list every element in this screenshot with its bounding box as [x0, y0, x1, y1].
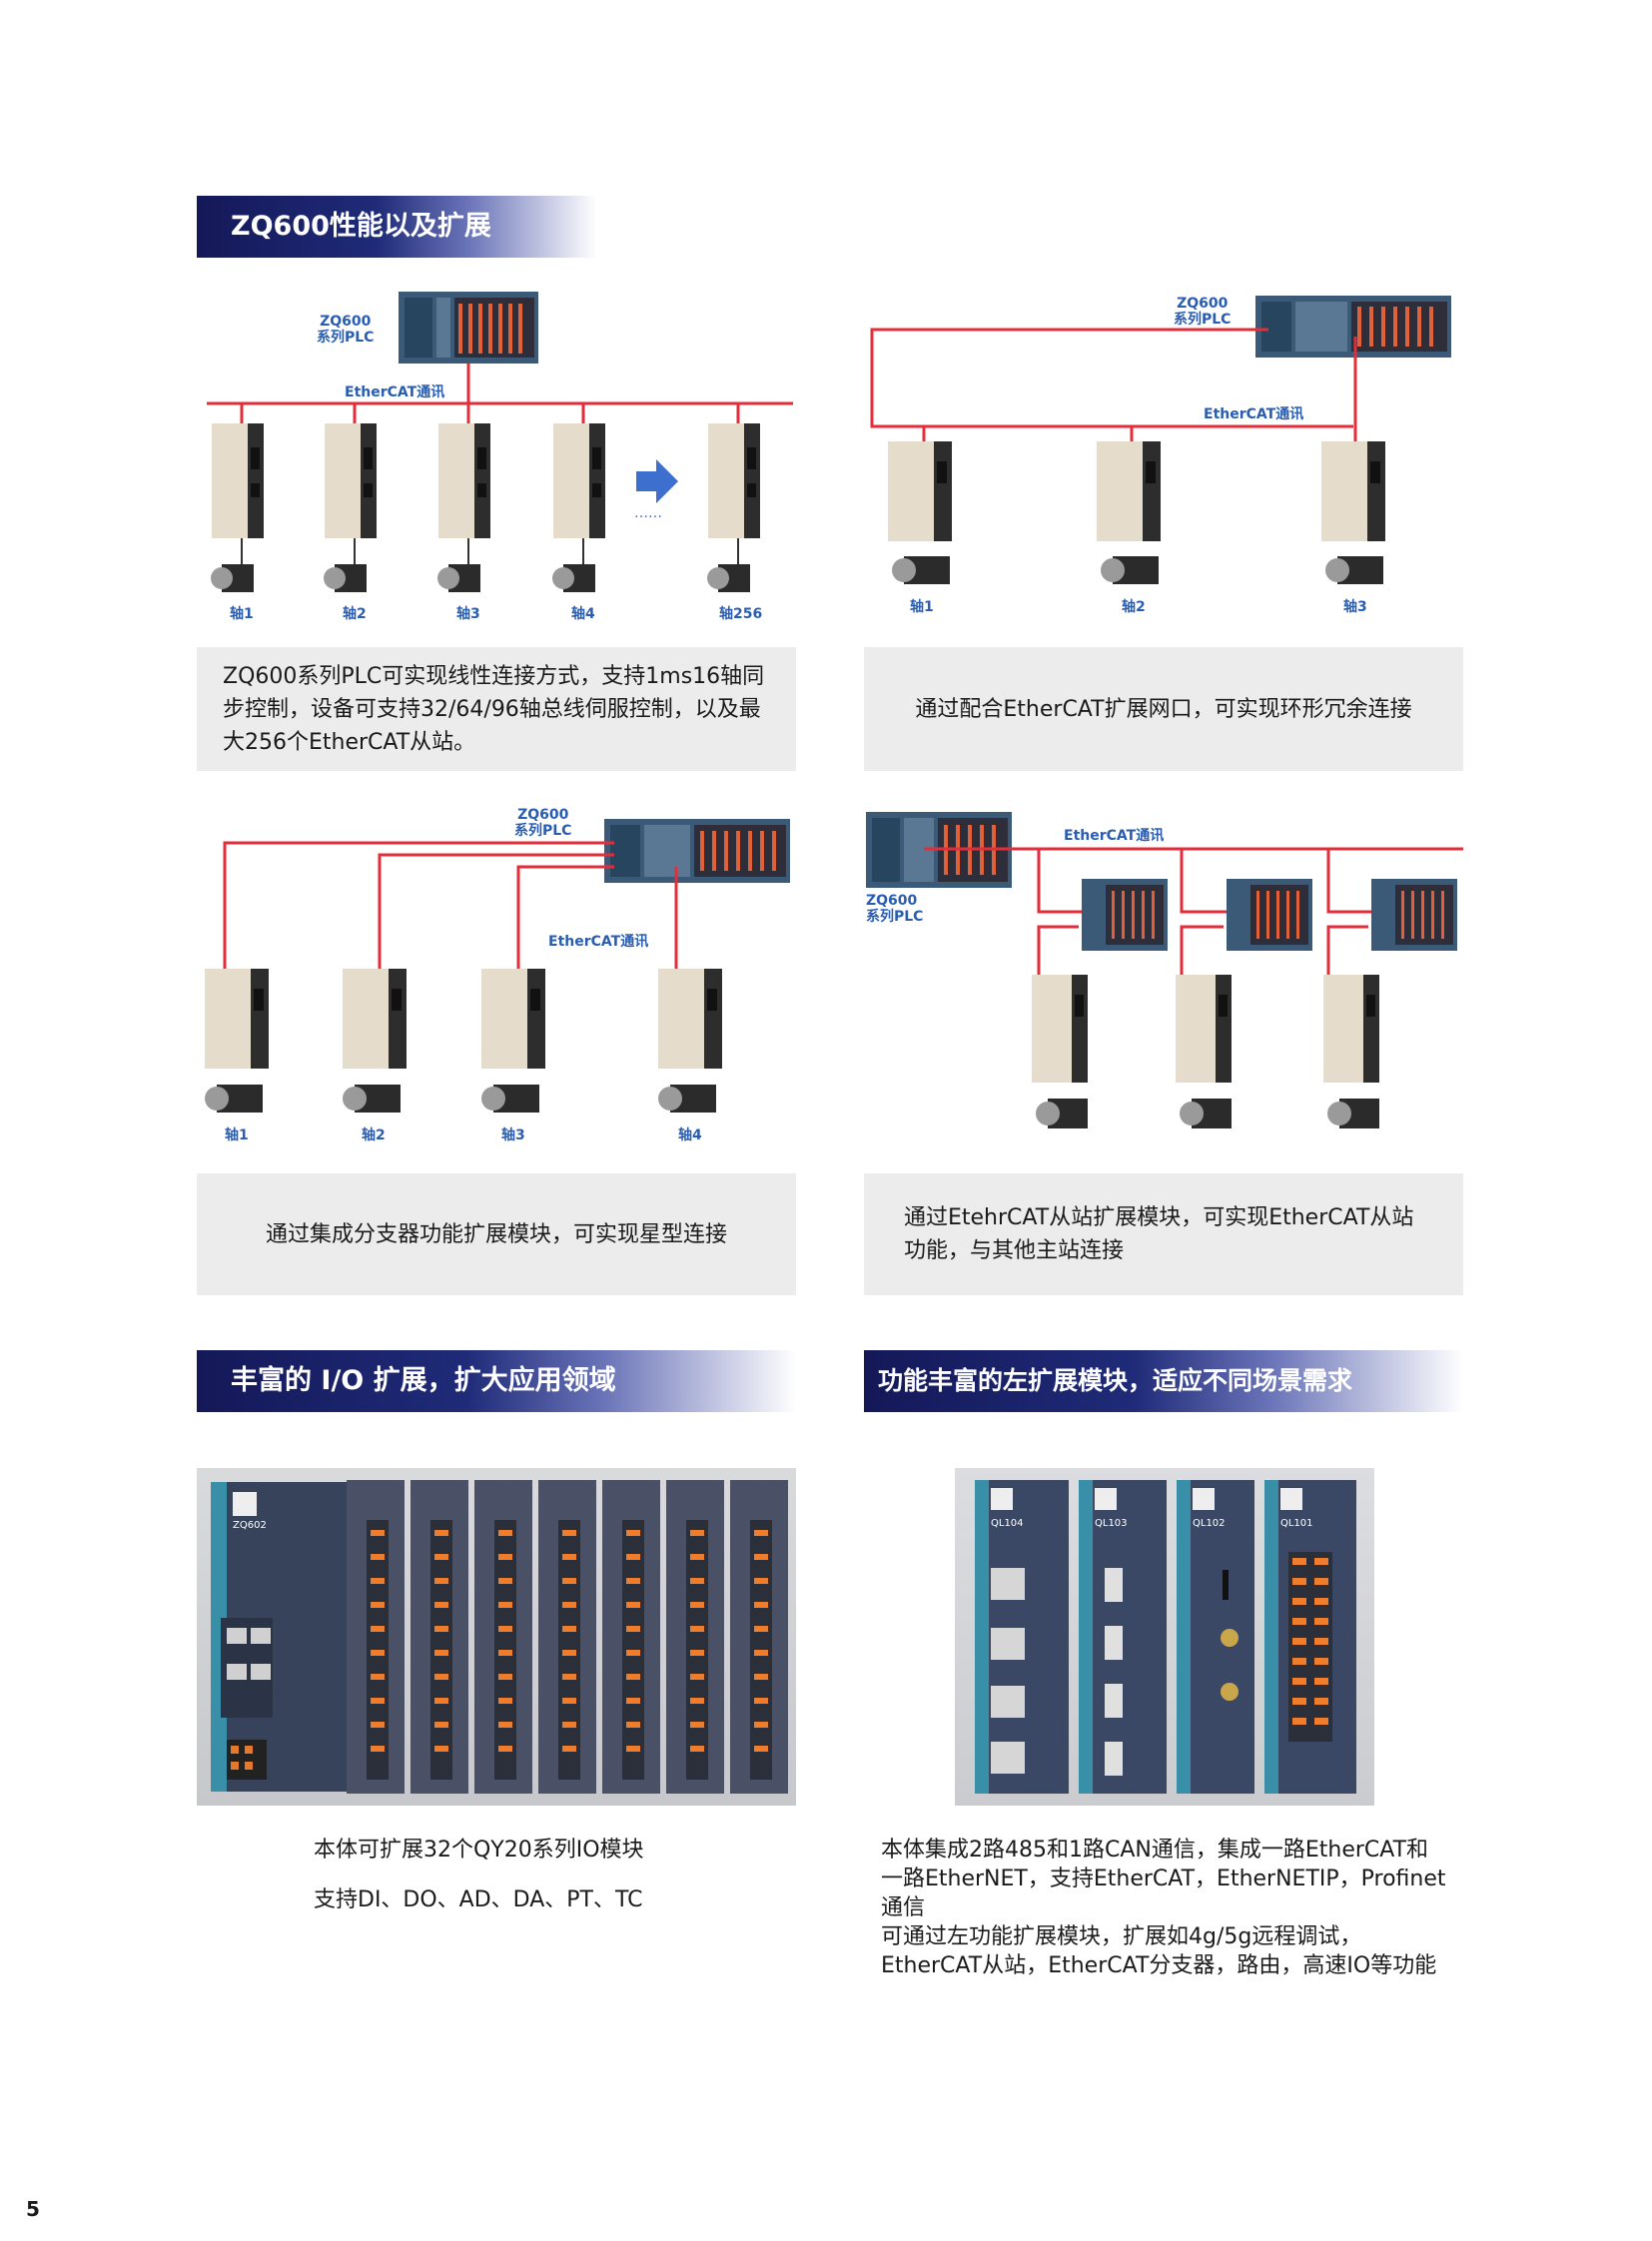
plc-label: ZQ600 系列PLC	[866, 893, 924, 925]
servo-drives	[212, 423, 760, 538]
bus-label: EtherCAT通讯	[548, 934, 649, 950]
axis-label: 轴1	[230, 606, 254, 622]
caption-slave: 通过EtehrCAT从站扩展模块，可实现EtherCAT从站 功能，与其他主站连…	[864, 1173, 1463, 1295]
diagram-slave: ZQ600 系列PLC EtherCAT通讯	[864, 807, 1463, 1151]
diagram-ring: ZQ600 系列PLC EtherCAT通讯 轴1 轴2 轴3	[864, 282, 1463, 626]
plc-unit	[399, 292, 538, 364]
axis-label: 轴3	[501, 1127, 525, 1143]
module-ql102: QL102	[1177, 1480, 1254, 1794]
diagram-linear: …… ZQ600 系列PLC EtherCAT通讯 轴1 轴2 轴3 轴4 轴2…	[197, 282, 796, 626]
axis-label: 轴3	[456, 606, 480, 622]
axis-label: 轴2	[343, 606, 367, 622]
diagram-star: ZQ600 系列PLC EtherCAT通讯 轴1 轴2 轴3 轴4	[197, 807, 796, 1151]
svg-text:QL104: QL104	[991, 1518, 1024, 1529]
caption-linear: ZQ600系列PLC可实现线性连接方式，支持1ms16轴同步控制，设备可支持32…	[197, 647, 796, 771]
continue-arrow-icon: ……	[634, 459, 678, 521]
plc-label: ZQ600 系列PLC	[1174, 296, 1232, 328]
axis-label: 轴1	[225, 1127, 249, 1143]
plc-label: ZQ600 系列PLC	[317, 314, 375, 346]
plc-unit	[604, 819, 790, 883]
module-ql104: QL104	[975, 1480, 1069, 1794]
slave-modules	[1082, 879, 1457, 951]
bus-label: EtherCAT通讯	[345, 384, 445, 400]
section-header-left-modules: 功能丰富的左扩展模块，适应不同场景需求	[864, 1350, 1463, 1412]
axis-label: 轴1	[910, 599, 934, 615]
left-modules-image: QL104 QL103 QL102 QL101	[955, 1468, 1374, 1806]
caption-star: 通过集成分支器功能扩展模块，可实现星型连接	[197, 1173, 796, 1295]
plc-label: ZQ600 系列PLC	[514, 807, 572, 839]
caption-ring: 通过配合EtherCAT扩展网口，可实现环形冗余连接	[864, 647, 1463, 771]
axis-label: 轴4	[571, 606, 595, 622]
slave-topology-graphic	[866, 812, 1463, 1128]
svg-text:ZQ602: ZQ602	[233, 1520, 267, 1531]
io-modules	[347, 1480, 788, 1794]
axis-label: 轴2	[1122, 599, 1146, 615]
linear-topology-graphic: ……	[207, 292, 793, 592]
section-title: 丰富的 I/O 扩展，扩大应用领域	[231, 1365, 616, 1396]
bus-label: EtherCAT通讯	[1064, 828, 1165, 844]
servo-motors	[211, 564, 750, 592]
io-description: 本体可扩展32个QY20系列IO模块 支持DI、DO、AD、DA、PT、TC	[314, 1838, 644, 1912]
section-header-io: 丰富的 I/O 扩展，扩大应用领域	[197, 1350, 796, 1412]
svg-text:QL102: QL102	[1193, 1518, 1226, 1529]
axis-label: 轴3	[1343, 599, 1367, 615]
section-header-performance: ZQ600性能以及扩展	[197, 196, 596, 258]
io-product-image: ZQ602	[197, 1468, 796, 1806]
axis-label: 轴256	[719, 606, 763, 622]
page-number: 5	[26, 2197, 40, 2221]
ring-topology-graphic	[870, 296, 1451, 584]
module-ql103: QL103	[1079, 1480, 1167, 1794]
svg-text:QL103: QL103	[1095, 1518, 1128, 1529]
axis-label: 轴4	[678, 1127, 702, 1143]
section-title: 功能丰富的左扩展模块，适应不同场景需求	[878, 1366, 1353, 1395]
module-ql101: QL101	[1264, 1480, 1356, 1794]
svg-text:QL101: QL101	[1280, 1518, 1313, 1529]
bus-label: EtherCAT通讯	[1204, 406, 1304, 422]
plc-unit	[1255, 296, 1451, 358]
left-modules-description: 本体集成2路485和1路CAN通信，集成一路EtherCAT和 一路EtherN…	[881, 1838, 1446, 1978]
axis-label: 轴2	[362, 1127, 386, 1143]
svg-text:……: ……	[634, 505, 662, 521]
section-title: ZQ600性能以及扩展	[231, 211, 491, 242]
star-topology-graphic	[205, 819, 790, 1113]
